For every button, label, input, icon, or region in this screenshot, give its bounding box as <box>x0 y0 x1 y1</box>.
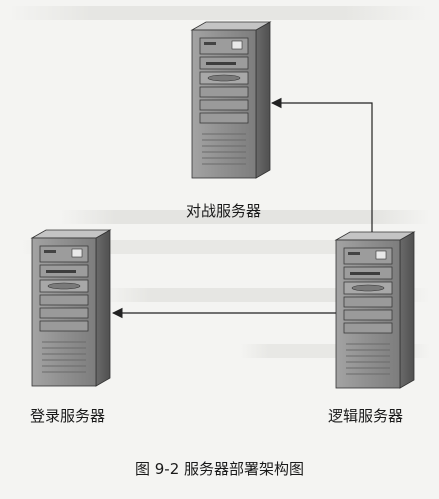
bleed-through-line-3 <box>20 240 420 254</box>
logic-server-icon <box>335 231 415 389</box>
figure-caption: 图 9-2 服务器部署架构图 <box>134 460 305 478</box>
login-server-icon <box>31 229 111 387</box>
bleed-through-line-2 <box>60 210 430 224</box>
logic-server-label: 逻辑服务器 <box>328 407 404 425</box>
edge-logic-to-battle <box>270 97 373 232</box>
login-server-label: 登录服务器 <box>30 407 106 425</box>
battle-server-icon <box>191 21 271 179</box>
battle-server-label: 对战服务器 <box>186 202 262 220</box>
bleed-through-line-1 <box>8 6 428 20</box>
